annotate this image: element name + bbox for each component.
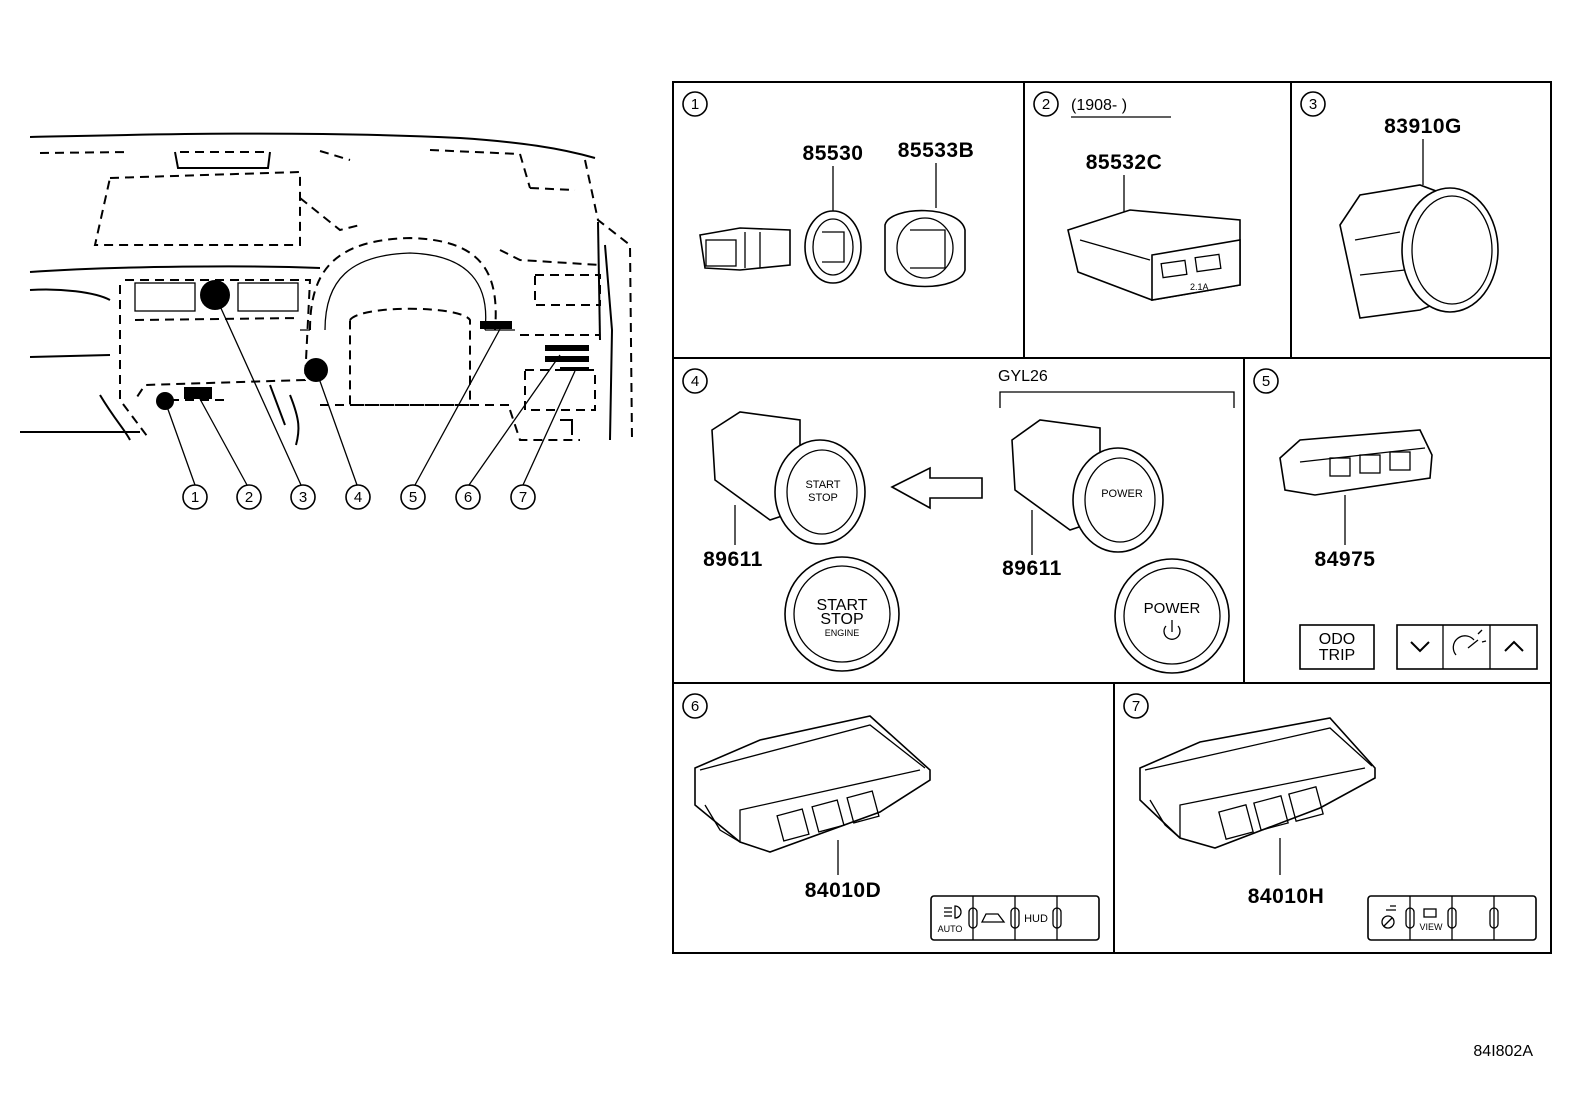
callout-1: 1	[182, 484, 208, 510]
variant-label: GYL26	[998, 368, 1048, 385]
marker-6b	[545, 356, 589, 362]
part-89611-right: 89611	[1002, 557, 1062, 580]
power-switch-unit: POWER	[1011, 419, 1164, 553]
vehicle-icon	[980, 913, 1006, 923]
svg-text:7: 7	[1132, 698, 1140, 715]
usb-port-85532C: 2.1A	[1067, 209, 1241, 301]
dashboard-overview: 1 2 3 4 5 6 7	[20, 132, 633, 510]
panel-6: 6 84010D AUTO HUD	[682, 693, 1100, 941]
switch-strip-84010H: VIEW	[1367, 895, 1537, 941]
svg-text:5: 5	[1262, 373, 1270, 390]
meter-switch-84975	[1279, 429, 1433, 496]
chevron-up-icon	[1504, 640, 1524, 652]
svg-text:ODO: ODO	[1319, 631, 1355, 648]
svg-text:1: 1	[191, 489, 199, 506]
parts-grid	[672, 81, 1552, 954]
callout-5: 5	[400, 484, 426, 510]
part-84010H: 84010H	[1248, 885, 1325, 908]
trailer-brake-icon	[1381, 905, 1396, 929]
panel-2: 2 (1908- ) 85532C 2.1A	[1033, 91, 1241, 301]
part-85532C: 85532C	[1086, 151, 1163, 174]
power-button-face: POWER	[1114, 558, 1230, 674]
svg-text:5: 5	[409, 489, 417, 506]
svg-text:VIEW: VIEW	[1419, 922, 1443, 932]
svg-text:3: 3	[1309, 96, 1317, 113]
start-stop-button-face: START STOP ENGINE	[784, 556, 900, 672]
svg-text:POWER: POWER	[1101, 488, 1143, 500]
replacement-arrow	[890, 466, 983, 510]
chevron-down-icon	[1410, 641, 1430, 653]
svg-text:ENGINE: ENGINE	[825, 628, 860, 638]
svg-text:STOP: STOP	[820, 611, 863, 628]
svg-text:START: START	[805, 479, 840, 491]
part-84975: 84975	[1315, 548, 1376, 571]
svg-text:START: START	[817, 597, 868, 614]
svg-text:2: 2	[1042, 96, 1050, 113]
part-85533B: 85533B	[898, 139, 975, 162]
svg-text:7: 7	[519, 489, 527, 506]
panel-1: 1 85530 85533B	[682, 91, 975, 288]
camera-view-icon: VIEW	[1419, 908, 1443, 932]
socket-85530	[699, 210, 862, 284]
callout-3: 3	[290, 484, 316, 510]
panel-4: 4 GYL26 START STOP 89611 POWER 89611 ST	[682, 368, 1235, 674]
svg-text:TRIP: TRIP	[1319, 647, 1355, 664]
figure-code: 84I802A	[1473, 1043, 1533, 1060]
part-83910G: 83910G	[1384, 115, 1462, 138]
hud-label: HUD	[1024, 913, 1048, 925]
svg-text:1: 1	[691, 96, 699, 113]
part-89611-left: 89611	[703, 548, 763, 571]
date-range: (1908- )	[1071, 97, 1127, 114]
panel-7: 7 84010H VIEW	[1123, 693, 1537, 941]
marker-2	[184, 387, 212, 399]
start-switch-unit: START STOP	[711, 411, 866, 545]
switch-84010H	[1139, 717, 1376, 849]
callout-4: 4	[345, 484, 371, 510]
svg-text:POWER: POWER	[1144, 600, 1201, 617]
svg-text:6: 6	[464, 489, 472, 506]
sensor-83910G	[1339, 184, 1499, 319]
control-buttons	[1396, 624, 1538, 670]
switch-84010D	[694, 715, 931, 853]
panel-5: 5 84975 ODO TRIP	[1253, 368, 1538, 670]
part-84010D: 84010D	[805, 879, 882, 902]
auto-headlamp-icon	[944, 905, 962, 919]
odo-trip-button: ODO TRIP	[1299, 624, 1375, 670]
svg-text:STOP: STOP	[808, 492, 838, 504]
panel-3: 3 83910G	[1300, 91, 1499, 319]
svg-text:6: 6	[691, 698, 699, 715]
marker-7	[560, 367, 589, 371]
marker-5	[480, 321, 512, 329]
grid-frame	[672, 81, 1552, 954]
svg-text:AUTO: AUTO	[938, 924, 963, 934]
callout-2: 2	[236, 484, 262, 510]
usb-amperage-label: 2.1A	[1190, 282, 1209, 292]
switch-strip-84010D: AUTO HUD	[930, 895, 1100, 941]
dimmer-icon	[1452, 629, 1487, 656]
marker-6a	[545, 345, 589, 351]
svg-text:4: 4	[691, 373, 699, 390]
svg-text:4: 4	[354, 489, 362, 506]
power-icon	[1163, 620, 1181, 640]
callout-7: 7	[510, 484, 536, 510]
svg-text:2: 2	[245, 489, 253, 506]
part-85530: 85530	[803, 142, 864, 165]
callout-6: 6	[455, 484, 481, 510]
ring-85533B	[884, 209, 966, 288]
svg-text:3: 3	[299, 489, 307, 506]
